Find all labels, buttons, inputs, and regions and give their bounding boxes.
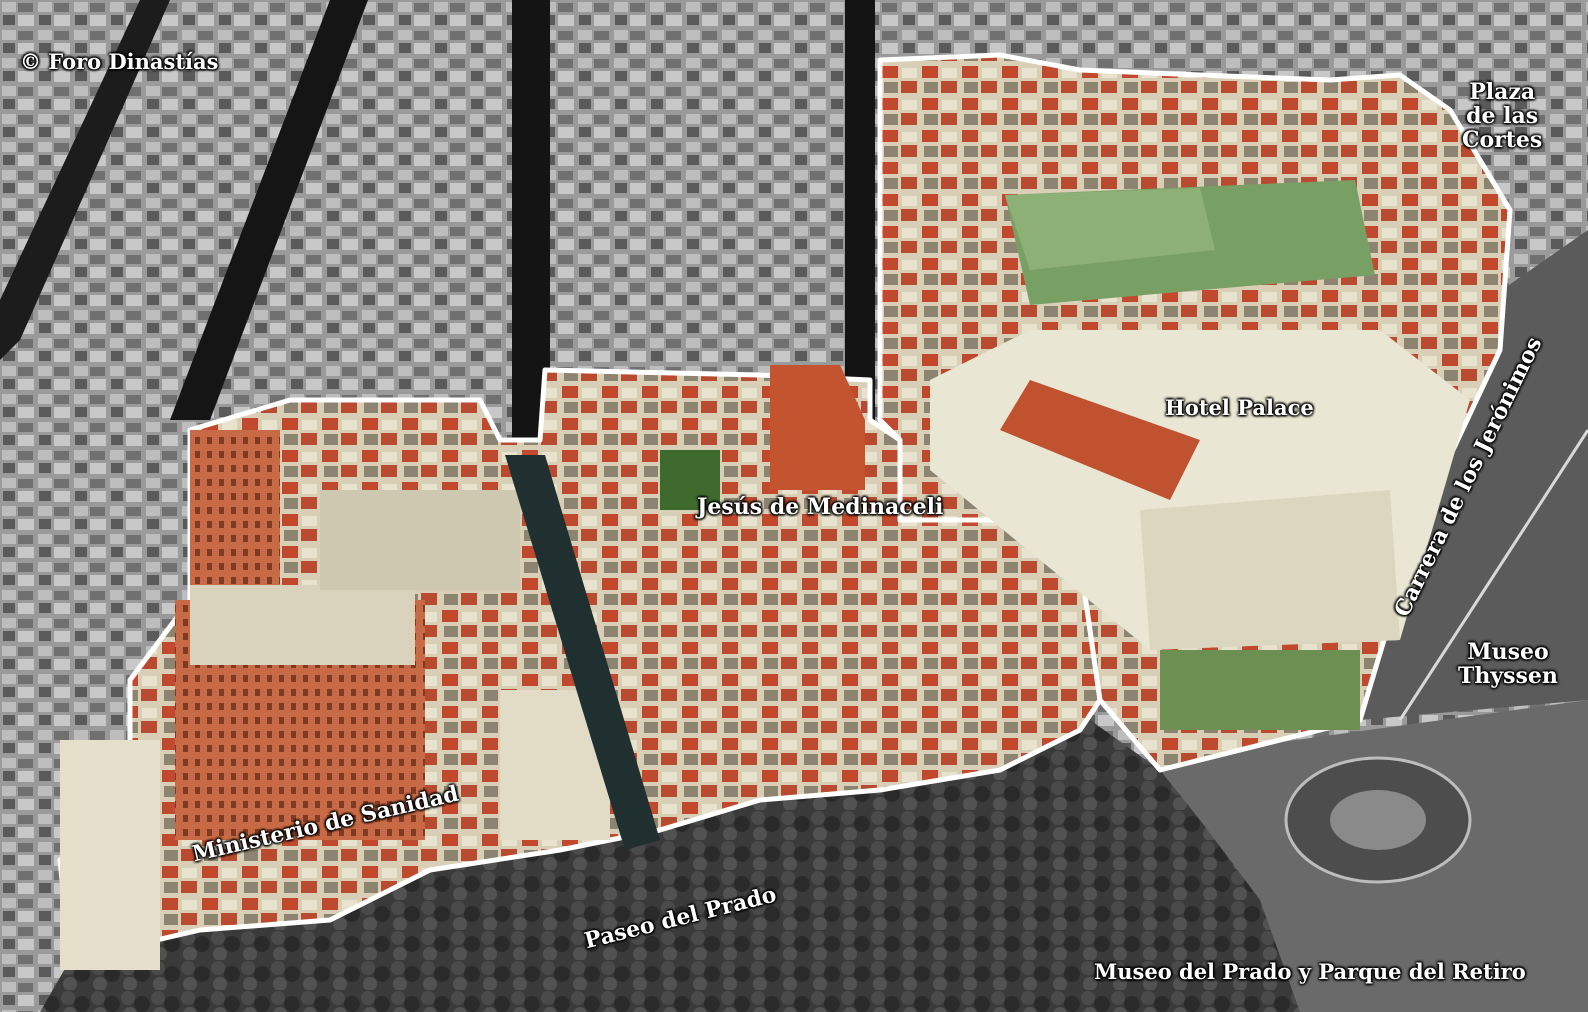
label-museo-del-prado-y-parque-del-retiro: Museo del Prado y Parque del Retiro <box>1094 959 1526 984</box>
credit-text: © Foro Dinastías <box>20 49 219 74</box>
label-line: Museo <box>1467 639 1549 665</box>
label-jesus-de-medinaceli: Jesús de Medinaceli <box>697 494 944 520</box>
label-plaza-de-las-cortes: Plaza de las Cortes <box>1462 80 1542 153</box>
label-museo-thyssen: Museo Thyssen <box>1458 639 1558 690</box>
label-line: Cortes <box>1462 127 1543 154</box>
label-line: Thyssen <box>1458 663 1558 690</box>
label-hotel-palace: Hotel Palace <box>1165 395 1314 420</box>
label-line: Plaza <box>1469 79 1536 105</box>
label-line: de las <box>1466 103 1539 130</box>
